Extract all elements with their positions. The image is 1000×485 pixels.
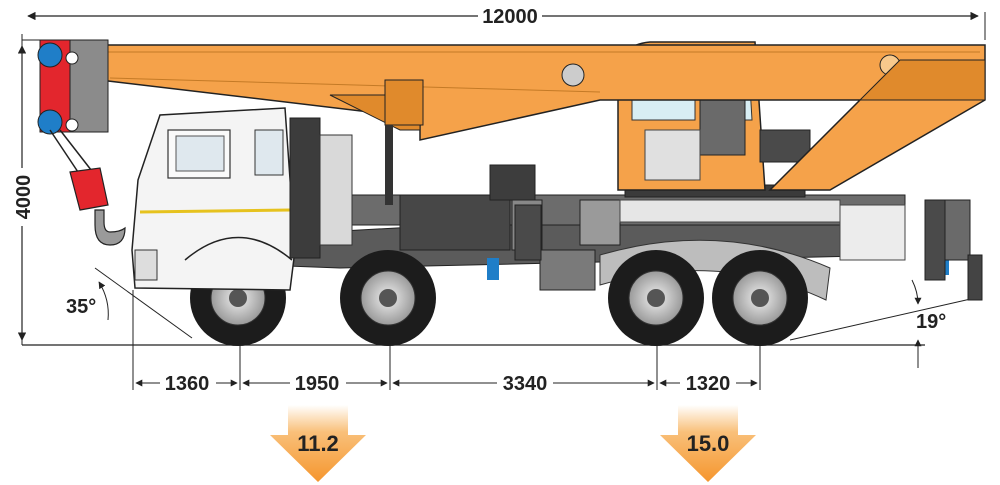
departure-angle-label: 19°: [916, 311, 946, 333]
wheelbase-2-label: 3340: [503, 373, 548, 395]
truck-cab: [131, 107, 353, 291]
wheelbase-1-label: 1950: [295, 373, 340, 395]
approach-angle: 35°: [66, 267, 193, 339]
overall-height-label: 4000: [13, 175, 35, 220]
wheelbase-dimensions: 1360 1950 3340 1320: [132, 290, 761, 396]
rear-wheel-2: [712, 250, 808, 346]
rear-wheel-1: [608, 250, 704, 346]
boom-head: [37, 39, 109, 135]
wheelbase-3-label: 1320: [686, 373, 731, 395]
approach-angle-label: 35°: [66, 296, 96, 318]
front-axle-load-label: 11.2: [297, 431, 339, 456]
front-overhang-label: 1360: [165, 373, 210, 395]
crane-boom: [83, 44, 986, 205]
rear-axle-load-label: 15.0: [687, 431, 730, 456]
front-wheel-2: [340, 250, 436, 346]
hook-block: [49, 129, 126, 246]
front-axle-load-arrow: 11.2: [270, 405, 366, 482]
overall-length-label: 12000: [482, 6, 538, 28]
rear-axle-load-arrow: 15.0: [660, 405, 756, 482]
departure-angle: 19°: [789, 279, 976, 368]
overall-height-dimension: 4000: [8, 39, 40, 341]
